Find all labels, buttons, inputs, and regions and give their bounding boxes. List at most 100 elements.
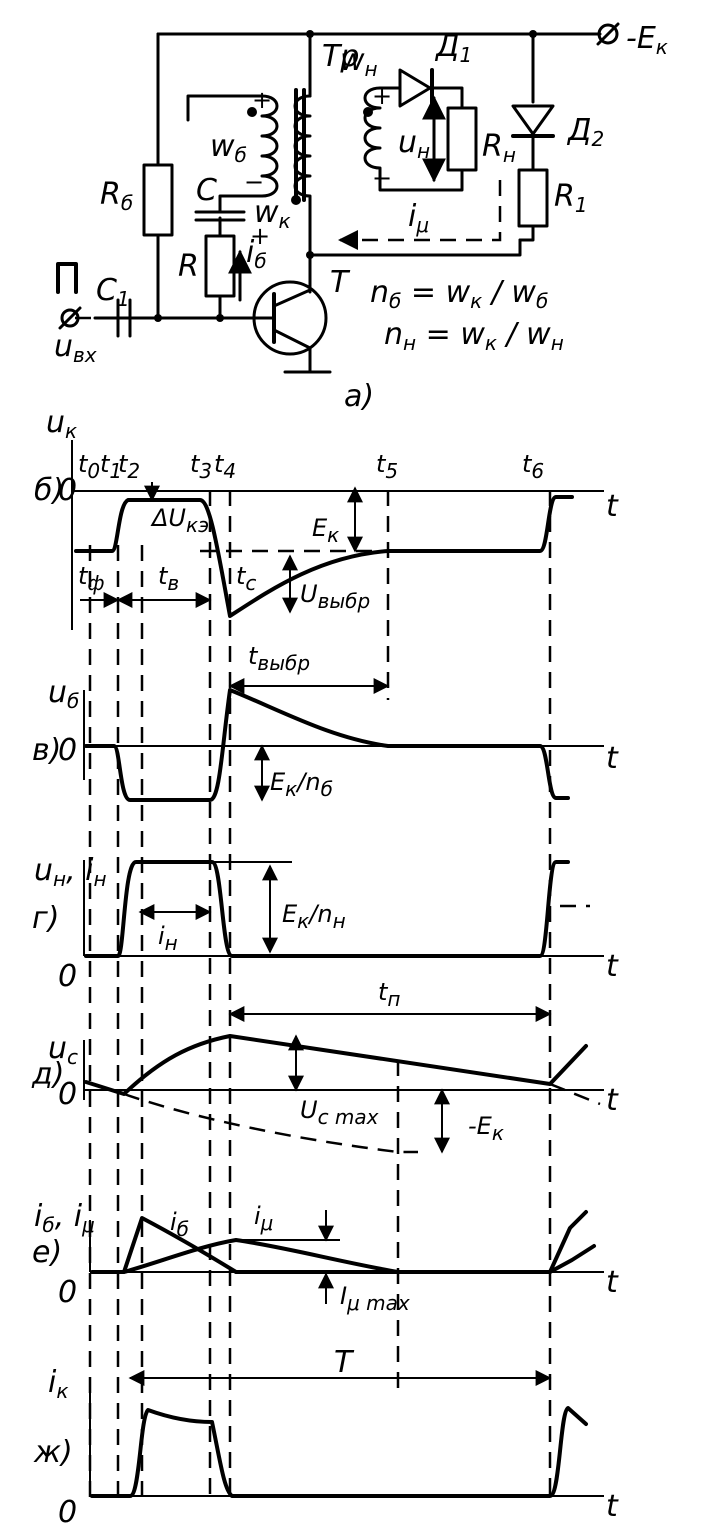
tv-label: tв: [158, 562, 179, 595]
plot-g-ylabel: uн, iн: [34, 853, 107, 891]
plot-ik: [89, 1370, 604, 1498]
supply-terminal: [597, 23, 619, 45]
winding-wb: [186, 94, 279, 198]
ek-nb-label: Eк/nб: [270, 768, 333, 801]
uin-label: uвх: [54, 329, 97, 367]
transistor-body: [252, 280, 328, 356]
transformer-core: [294, 88, 306, 202]
tp-label: tп: [378, 978, 401, 1011]
circuit-schematic: [56, 22, 620, 374]
tc-label: tс: [236, 562, 256, 595]
supply-label: -Eк: [626, 21, 668, 59]
plot-d-ylabel: uc: [48, 1031, 78, 1069]
t3-label: t3: [190, 450, 212, 483]
t4-label: t4: [214, 450, 236, 483]
rb-resistor: [142, 163, 174, 237]
tvybr-label: tвыбр: [248, 642, 310, 675]
ib-label: iб: [246, 235, 267, 273]
plot-e-ylabel: iб, iμ: [34, 1199, 95, 1237]
t5-label: t5: [376, 450, 398, 483]
t0-label: t0: [78, 450, 100, 483]
ucmax-label: Uc max: [300, 1096, 379, 1129]
time-guides: [88, 490, 552, 1500]
winding-wk: [293, 94, 522, 257]
wn-label: wн: [340, 43, 378, 81]
r1-label: R1: [554, 179, 588, 217]
svg-text:+: +: [372, 82, 392, 110]
c1-label: C1: [96, 273, 130, 311]
rb-label: Rб: [100, 177, 133, 215]
imu-curve-label: iμ: [254, 1202, 273, 1235]
svg-text:0: 0: [58, 1077, 77, 1112]
ib-waveform: [90, 1216, 596, 1274]
plot-ub: [83, 688, 604, 802]
svg-text:0: 0: [58, 959, 77, 994]
panel-label-a: а): [344, 379, 374, 414]
plot-d-panel: д): [31, 1057, 64, 1092]
ek-label: Eк: [312, 514, 339, 547]
du-label: ΔUкэ: [150, 504, 209, 537]
t1-label: t1: [100, 450, 122, 483]
ib-curve-label: iб: [170, 1208, 189, 1241]
plot-v-panel: в): [32, 733, 61, 768]
uk-waveform: [74, 495, 574, 618]
d2-label: Д2: [566, 113, 604, 151]
period-label: T: [334, 1345, 355, 1380]
svg-text:+: +: [250, 222, 270, 250]
r1-resistor: [517, 168, 549, 228]
plot-zh-ylabel: iк: [48, 1365, 68, 1403]
d1-label: Д1: [434, 29, 472, 67]
plot-b-ylabel: uк: [46, 405, 77, 443]
rn-label: Rн: [482, 129, 516, 167]
svg-text:t: t: [606, 1083, 619, 1118]
svg-text:t: t: [606, 1489, 619, 1524]
imu-label: iμ: [408, 199, 429, 237]
r-label: R: [178, 249, 199, 284]
in-label: iн: [158, 922, 178, 955]
svg-text:t: t: [606, 741, 619, 776]
svg-text:t: t: [606, 949, 619, 984]
svg-text:−: −: [244, 168, 264, 196]
svg-text:t: t: [606, 489, 619, 524]
plot-v-ylabel: uб: [48, 675, 79, 713]
ik-waveform: [90, 1406, 588, 1498]
transformer-label: Тр: [322, 39, 359, 74]
ub-waveform: [84, 688, 570, 802]
imu-waveform: [122, 1238, 400, 1274]
t6-label: t6: [522, 450, 544, 483]
plot-ib: [89, 1210, 604, 1304]
plot-g-panel: г): [32, 901, 59, 936]
winding-wn: [363, 86, 464, 192]
plot-uc: [83, 1006, 604, 1154]
plot-e-panel: е): [32, 1235, 62, 1270]
c-label: C: [196, 173, 217, 208]
svg-text:0: 0: [58, 1495, 77, 1525]
svg-text:0: 0: [58, 1275, 77, 1310]
uvybr-label: Uвыбр: [300, 580, 370, 613]
svg-text:0: 0: [58, 473, 77, 508]
un-label: uн: [398, 125, 430, 163]
input-pulse-icon: [56, 262, 78, 294]
wb-label: wб: [210, 129, 247, 167]
ek-minus-label: -Eк: [468, 1112, 504, 1145]
ek-nn-label: Eк/nн: [282, 900, 346, 933]
svg-text:+: +: [252, 86, 272, 114]
ratio-nb: nб = wк / wб: [370, 275, 548, 313]
wk-label: wк: [254, 195, 291, 233]
transistor-label: T: [330, 265, 351, 300]
svg-text:t: t: [606, 1265, 619, 1300]
imu-current-path: [338, 180, 502, 250]
tf-label: tф: [78, 562, 105, 595]
plot-b-panel: б): [34, 473, 64, 508]
svg-text:0: 0: [58, 733, 77, 768]
svg-text:−: −: [372, 164, 392, 192]
plot-un: [83, 860, 604, 958]
rn-resistor: [446, 106, 478, 172]
plot-uk: [71, 440, 604, 694]
plot-zh-panel: ж): [33, 1435, 73, 1470]
ratio-nn: nн = wк / wн: [384, 317, 564, 355]
input-terminal: [60, 308, 80, 328]
t2-label: t2: [118, 450, 140, 483]
c1-capacitor: [116, 298, 132, 338]
